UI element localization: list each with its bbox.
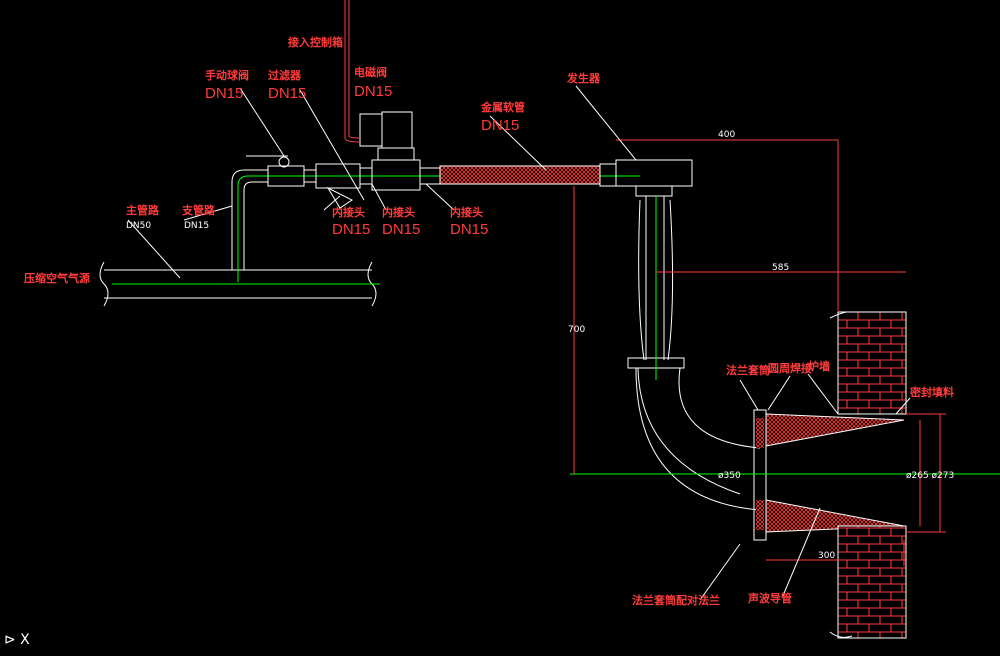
- label-nipple-2-dn: DN15: [382, 221, 420, 238]
- ucs-icon: ⊳ X: [4, 632, 30, 648]
- flange-sleeve: [753, 409, 905, 541]
- manual-ball-valve: [246, 155, 316, 187]
- label-sealant: 密封填料: [910, 385, 954, 399]
- label-manual-valve: 手动球阀: [205, 68, 249, 82]
- dimension-lines: [573, 139, 946, 566]
- label-generator: 发生器: [566, 71, 601, 85]
- label-nipple-3: 内接头: [450, 205, 483, 219]
- label-sound-guide: 声波导管: [747, 591, 792, 605]
- dim-dia350: ø350: [718, 471, 741, 481]
- control-cable: [344, 0, 361, 143]
- label-branch-pipe: 支管路: [181, 203, 216, 217]
- label-manual-valve-dn: DN15: [205, 85, 243, 102]
- dim-585: 585: [772, 263, 789, 273]
- label-connect-control: 接入控制箱: [288, 35, 343, 49]
- label-metal-hose: 金属软管: [480, 100, 525, 114]
- label-nipple-2: 内接头: [382, 205, 415, 219]
- label-branch-pipe-dn: DN15: [184, 221, 209, 231]
- label-nipple-3-dn: DN15: [450, 221, 488, 238]
- label-flange-sleeve: 法兰套筒: [726, 363, 770, 377]
- label-flange-pair: 法兰套筒配对法兰: [632, 593, 720, 607]
- label-solenoid-dn: DN15: [354, 83, 392, 100]
- branch-centerline: [237, 175, 640, 282]
- leader-lines: [127, 85, 911, 601]
- label-weld-around: 圆周焊接: [768, 361, 812, 375]
- sound-tube: [627, 196, 761, 511]
- solenoid-valve: [359, 111, 440, 191]
- label-solenoid: 电磁阀: [354, 65, 387, 79]
- label-air-source: 压缩空气气源: [24, 271, 90, 285]
- dim-400: 400: [718, 130, 735, 140]
- label-metal-hose-dn: DN15: [481, 117, 519, 134]
- dim-700: 700: [568, 325, 585, 335]
- dim-300: 300: [818, 551, 835, 561]
- metal-hose: [439, 165, 601, 185]
- label-main-pipe-dn: DN50: [126, 221, 151, 231]
- label-furnace-wall: 炉墙: [808, 359, 830, 373]
- filter: [315, 163, 372, 209]
- label-filter: 过滤器: [268, 68, 302, 82]
- branch-pipe: [231, 169, 268, 270]
- dim-dia265-273: ø265 ø273: [906, 471, 954, 481]
- label-nipple-1: 内接头: [332, 205, 365, 219]
- furnace-wall: [837, 311, 907, 415]
- label-main-pipe: 主管路: [126, 203, 160, 217]
- label-nipple-1-dn: DN15: [332, 221, 370, 238]
- label-filter-dn: DN15: [268, 85, 306, 102]
- generator: [615, 159, 693, 197]
